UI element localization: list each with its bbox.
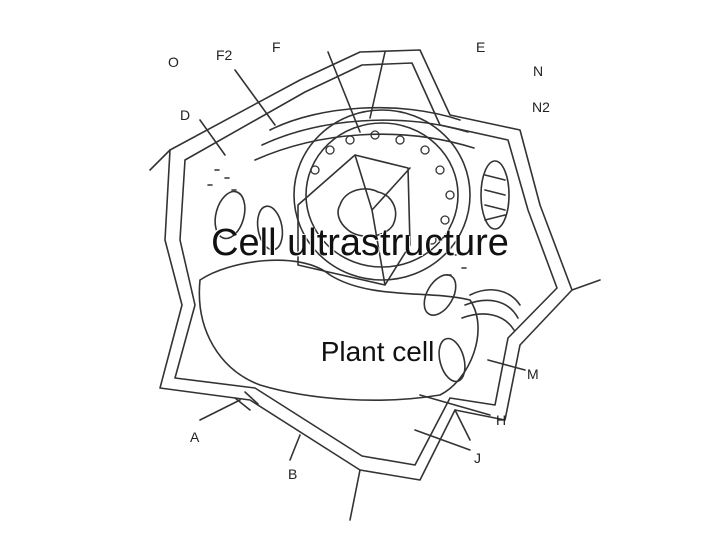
adjacent-wall-top-left xyxy=(150,150,170,170)
adjacent-wall-right xyxy=(572,280,600,290)
vacuole xyxy=(199,260,478,400)
nuclear-pore xyxy=(346,136,354,144)
endoplasmic-reticulum xyxy=(255,108,474,160)
nuclear-pore xyxy=(446,191,454,199)
label-M: M xyxy=(527,367,539,381)
pointer-F xyxy=(328,52,360,132)
label-D: D xyxy=(180,108,190,122)
nuclear-pore xyxy=(311,166,319,174)
label-N2: N2 xyxy=(532,100,550,114)
nuclear-pore xyxy=(326,146,334,154)
pointer-B xyxy=(290,435,300,460)
label-B: B xyxy=(288,467,297,481)
mitochondrion-cristae xyxy=(485,175,505,220)
adjacent-wall-bottom xyxy=(350,470,360,520)
golgi xyxy=(462,290,520,330)
nuclear-pore xyxy=(436,166,444,174)
adjacent-wall-bottom-right xyxy=(455,410,470,440)
nuclear-pore xyxy=(421,146,429,154)
label-N: N xyxy=(533,64,543,78)
slide-title: Cell ultrastructure xyxy=(0,222,720,265)
label-F2: F2 xyxy=(216,48,232,62)
nuclear-pore xyxy=(396,136,404,144)
label-E: E xyxy=(476,40,485,54)
slide-subtitle: Plant cell xyxy=(0,336,720,368)
label-O: O xyxy=(168,55,179,69)
label-A: A xyxy=(190,430,199,444)
pointer-A xyxy=(200,400,240,420)
label-F: F xyxy=(272,40,281,54)
pointer-J xyxy=(415,430,470,450)
label-H: H xyxy=(496,413,506,427)
label-J: J xyxy=(474,451,481,465)
